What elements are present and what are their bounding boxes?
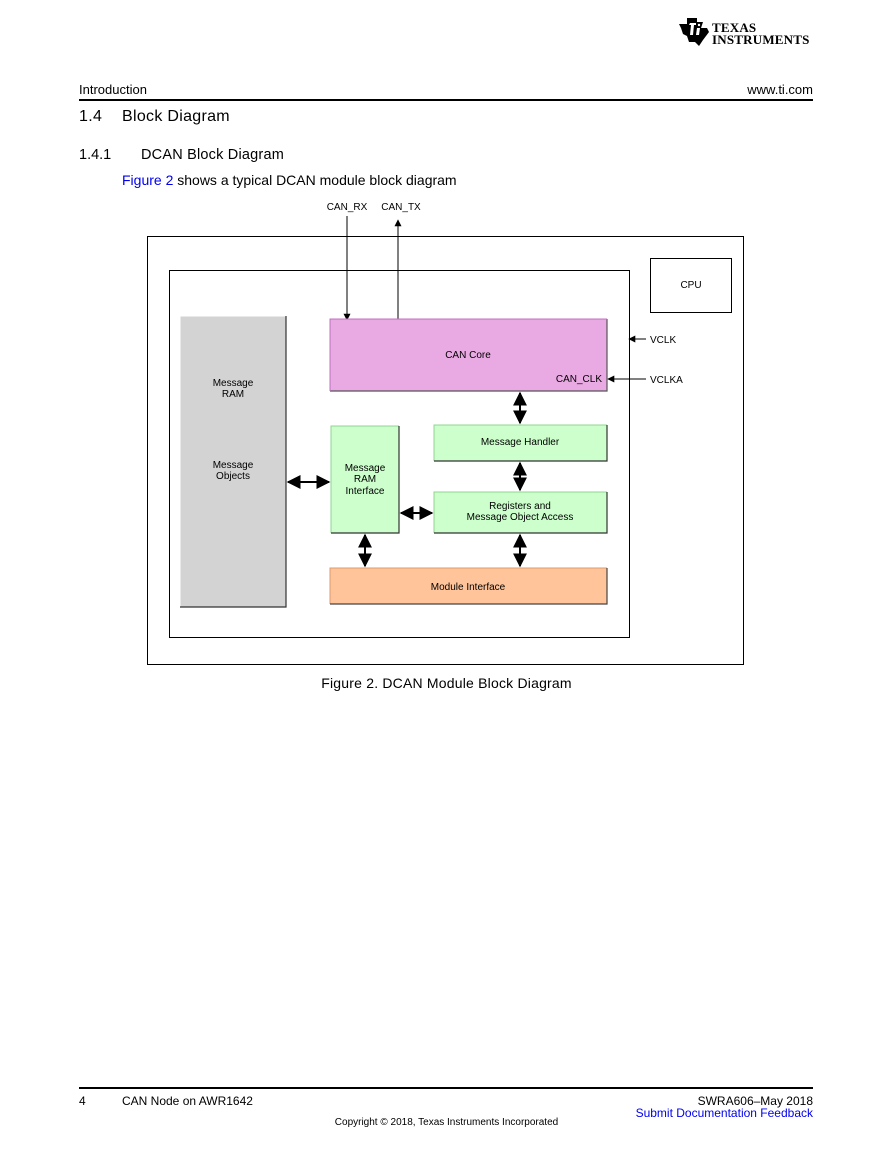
message-objects-label-line2: Objects (216, 471, 250, 482)
vclk-label: VCLK (650, 335, 676, 346)
cpu-label: CPU (680, 280, 701, 291)
ram-interface-label-line1: Message (345, 463, 386, 474)
footer-feedback-link[interactable]: Submit Documentation Feedback (635, 1106, 813, 1120)
section-number: 1.4 (79, 108, 103, 125)
footer-page-number: 4 (79, 1094, 86, 1108)
header-website-link[interactable]: www.ti.com (747, 82, 813, 97)
intro-paragraph: Figure 2 shows a typical DCAN module blo… (122, 172, 457, 188)
registers-block (434, 492, 607, 533)
message-ram-block (180, 316, 286, 607)
cpu-block (650, 258, 732, 313)
registers-label-line1: Registers and (489, 501, 551, 512)
header-section-label: Introduction (79, 82, 147, 97)
ram-interface-label-line3: Interface (346, 486, 385, 497)
module-interface-label: Module Interface (431, 582, 506, 593)
registers-label-line2: Message Object Access (467, 512, 574, 523)
can-core-block (330, 319, 607, 391)
can-core-label: CAN Core (445, 350, 491, 361)
vclka-label: VCLKA (650, 375, 683, 386)
can-tx-label: CAN_TX (381, 202, 421, 213)
subsection-number: 1.4.1 (79, 147, 112, 163)
can-clk-label: CAN_CLK (556, 374, 602, 385)
ti-logo: Texas Instruments (677, 16, 817, 56)
header-rule (79, 99, 813, 101)
message-handler-block (434, 425, 607, 461)
module-interface-block (330, 568, 607, 604)
footer-doc-id: SWRA606–May 2018 (697, 1094, 813, 1108)
ti-logo-icon (679, 18, 709, 46)
section-title: Block Diagram (122, 108, 230, 125)
message-ram-label-line1: Message (213, 378, 254, 389)
message-ram-interface-block (331, 426, 399, 533)
dcan-module-frame (169, 270, 630, 638)
figure-link[interactable]: Figure 2 (122, 172, 174, 188)
footer-rule (79, 1087, 813, 1089)
message-objects-label-line1: Message (213, 460, 254, 471)
figure-caption: Figure 2. DCAN Module Block Diagram (321, 675, 572, 691)
ram-interface-label-line2: RAM (354, 474, 376, 485)
footer-copyright: Copyright © 2018, Texas Instruments Inco… (334, 1117, 559, 1128)
outer-frame (147, 236, 744, 665)
subsection-title: DCAN Block Diagram (141, 147, 284, 163)
footer-doc-title: CAN Node on AWR1642 (122, 1094, 253, 1108)
message-ram-label-line2: RAM (222, 389, 244, 400)
intro-paragraph-text: shows a typical DCAN module block diagra… (173, 172, 457, 188)
message-handler-label: Message Handler (481, 437, 560, 448)
can-rx-label: CAN_RX (327, 202, 368, 213)
ti-wordmark: Texas Instruments (712, 20, 810, 47)
